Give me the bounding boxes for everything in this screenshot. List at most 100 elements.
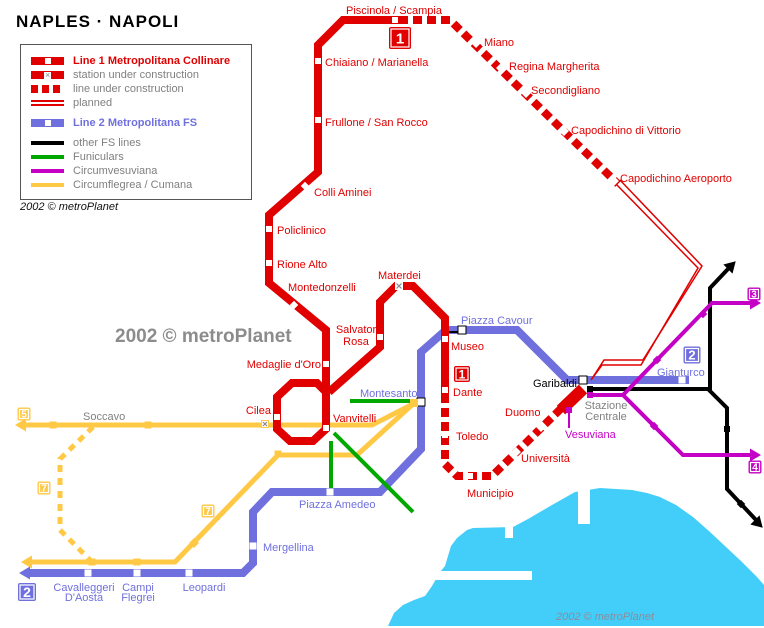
map-label: Campi <box>122 582 154 594</box>
line-badge-border <box>38 482 50 494</box>
line-badge-number: 5 <box>21 410 27 421</box>
pier <box>578 489 590 524</box>
magenta-arrow-icon <box>750 448 761 462</box>
station-marker <box>84 569 92 577</box>
map-label: Secondigliano <box>531 85 600 97</box>
station-marker <box>442 387 448 393</box>
line-badge-border <box>202 505 214 517</box>
station-marker <box>652 355 662 365</box>
fs-line-north <box>590 267 730 391</box>
copyright-credit: 2002 © metroPlanet <box>20 201 118 213</box>
station-marker <box>467 473 473 479</box>
map-label: Materdei <box>378 270 421 282</box>
map-label: Rione Alto <box>277 259 327 271</box>
legend-label: planned <box>73 97 113 109</box>
station-marker <box>442 336 448 342</box>
station-marker <box>392 17 398 23</box>
construction-x-icon <box>262 421 268 427</box>
legend-label: Line 2 Metropolitana FS <box>73 117 198 129</box>
map-label: Mergellina <box>263 542 315 554</box>
line1-vanvitelli-loop <box>273 379 330 445</box>
line-badge-border <box>18 408 30 420</box>
line-badge <box>37 481 51 495</box>
cumana-line <box>30 402 415 565</box>
legend-label: Circumvesuviana <box>73 165 158 177</box>
line-badge-number: 7 <box>205 507 211 518</box>
legend-row-line-under-construction: line under construction <box>31 82 251 96</box>
station-marker <box>133 569 141 577</box>
station-marker <box>189 538 199 548</box>
line1-swatch-icon <box>31 57 64 65</box>
construction-x-icon <box>44 71 51 79</box>
blue-arrow-icon <box>19 566 30 580</box>
line-badge-number: 1 <box>396 30 404 47</box>
legend-row-circumflegrea: Circumflegrea / Cumana <box>31 178 251 192</box>
black-arrow-icon <box>750 515 763 528</box>
circumvesuviana-south <box>621 393 753 457</box>
funicular-centrale <box>332 431 415 514</box>
station-marker <box>289 300 299 310</box>
station-marker <box>144 421 152 429</box>
circumflegrea-line <box>24 401 415 428</box>
bay-water <box>388 488 764 626</box>
station-marker <box>649 421 659 431</box>
map-label: Capodichino Aeroporto <box>620 173 732 185</box>
yellow-arrow-icon <box>21 555 32 569</box>
station-marker <box>377 334 383 340</box>
legend: Line 1 Metropolitana Collinare station u… <box>20 44 252 200</box>
pier <box>505 527 513 538</box>
map-label: Piscinola / Scampia <box>346 5 443 17</box>
line2-swatch-icon <box>31 119 64 127</box>
station-marker <box>185 569 193 577</box>
legend-row-funiculars: Funiculars <box>31 150 251 164</box>
line-badge <box>747 287 761 301</box>
station-marker <box>609 176 619 186</box>
station-marker <box>133 558 141 566</box>
legend-label: Line 1 Metropolitana Collinare <box>73 55 231 67</box>
map-label: Piazza Cavour <box>461 315 533 327</box>
legend-row-circumvesuviana: Circumvesuviana <box>31 164 251 178</box>
line-badge-number: 7 <box>41 484 47 495</box>
map-label: Montedonzelli <box>288 282 356 294</box>
map-label: Toledo <box>456 431 488 443</box>
line1-garibaldi-terminal <box>556 384 588 415</box>
circumvesuviana-swatch-icon <box>31 169 64 173</box>
map-label: Regina Margherita <box>509 61 600 73</box>
legend-row-station-under-construction: station under construction <box>31 68 251 82</box>
line-badge-border <box>455 367 469 381</box>
station-marker <box>410 399 418 407</box>
map-label: Capodichino di Vittorio <box>571 125 681 137</box>
line-badge-border <box>684 347 700 363</box>
line-badge <box>17 407 31 421</box>
station-marker <box>326 488 334 496</box>
pier <box>425 571 532 580</box>
station-marker <box>266 226 272 232</box>
line-badge-number: 4 <box>752 463 758 474</box>
line1-under-construction-south <box>441 387 583 480</box>
station-marker <box>249 542 257 550</box>
construction-x-icon <box>396 283 402 289</box>
circumflegrea-branch-under-construction <box>57 425 95 563</box>
station-marker <box>274 450 282 458</box>
map-label: Vanvitelli <box>333 413 376 425</box>
black-arrow-icon <box>723 261 736 274</box>
station-marker <box>724 426 730 432</box>
line-badge-number: 1 <box>459 367 466 381</box>
line1-under-construction-north <box>399 16 621 187</box>
line-badge-border <box>749 461 761 473</box>
line-badge-border <box>390 28 410 48</box>
line1-planned-inner <box>590 183 699 381</box>
station-marker <box>678 376 686 384</box>
map-label: Policlinico <box>277 225 326 237</box>
map-label: Università <box>521 453 571 465</box>
line-badge-number: 3 <box>751 290 757 301</box>
yellow-arrow-icon <box>15 418 26 432</box>
station-marker <box>266 260 272 266</box>
line-badge <box>454 366 470 382</box>
line-badge <box>683 346 701 364</box>
station-marker <box>736 499 746 509</box>
map-label: Miano <box>484 37 514 49</box>
station-marker <box>442 432 448 438</box>
legend-label: line under construction <box>73 83 184 95</box>
station-marker <box>698 309 708 319</box>
